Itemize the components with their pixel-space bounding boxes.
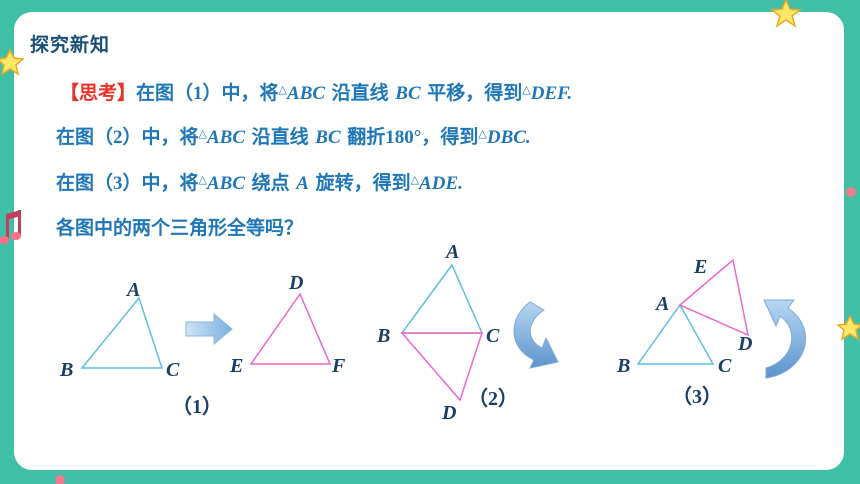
label-b: B <box>616 355 630 377</box>
text-segment: 平移，得到 <box>420 82 523 104</box>
text-segment: ）中，将 <box>202 82 279 104</box>
label-d: D <box>737 333 752 355</box>
caption-2: （2） <box>468 387 518 410</box>
label-e: E <box>693 256 707 278</box>
triangle-dbc <box>400 332 484 402</box>
label-c: C <box>486 325 500 347</box>
text-segment: ABC <box>287 83 326 104</box>
text-segment: 【思考】 <box>60 82 137 104</box>
label-c: C <box>166 359 180 381</box>
caption-3: （3） <box>672 385 722 408</box>
text-segment: 旋转，得到 <box>308 172 411 194</box>
text-segment: ）中，将 <box>122 126 199 148</box>
curved-arrow-icon <box>513 301 559 369</box>
caption-1: （1） <box>172 395 222 418</box>
triangle-abc <box>636 303 715 365</box>
text-segment: 绕点 <box>245 172 297 194</box>
figure-3: A B C D E （3） <box>616 256 806 408</box>
text-segment: 沿直线 <box>245 126 316 148</box>
text-segment: 2 <box>113 127 123 148</box>
dot-icon <box>846 187 856 197</box>
label-f: F <box>331 355 346 377</box>
label-e: E <box>229 355 243 377</box>
curved-arrow-icon <box>763 299 806 379</box>
text-segment: 在图（ <box>56 172 114 194</box>
text-line-4: 各图中的两个三角形全等吗？ <box>56 213 303 240</box>
triangle-abc <box>80 296 164 369</box>
triangle-abc <box>400 263 484 334</box>
text-segment: 在图（ <box>56 126 114 148</box>
text-line-1: 【思考】在图（1）中，将△ABC 沿直线 BC 平移，得到△DEF. <box>60 78 572 105</box>
text-segment: ，得到 <box>421 126 479 148</box>
text-segment: BC <box>395 83 421 104</box>
text-line-3: 在图（3）中，将△ABC 绕点 A 旋转，得到△ADE. <box>56 168 463 195</box>
dot-icon <box>55 475 65 484</box>
text-segment: DBC. <box>486 127 531 148</box>
figure-1: A B C D E F （1） <box>59 272 346 418</box>
section-title: 探究新知 <box>30 34 111 56</box>
label-d: D <box>288 272 303 294</box>
right-arrow-icon <box>185 312 233 346</box>
text-line-2: 在图（2）中，将△ABC 沿直线 BC 翻折180°，得到△DBC. <box>56 122 531 149</box>
star-icon <box>770 0 802 28</box>
star-icon <box>836 314 860 341</box>
text-segment: 180° <box>385 127 422 148</box>
text-segment: 在图（ <box>136 82 194 104</box>
music-note-icon <box>0 210 21 244</box>
text-segment: △ <box>278 83 288 96</box>
label-c: C <box>718 355 732 377</box>
text-segment: A <box>296 173 309 194</box>
text-segment: 3 <box>113 173 123 194</box>
text-segment: △ <box>478 127 487 140</box>
text-segment: 各图中的两个三角形全等吗？ <box>56 217 304 239</box>
triangle-def <box>249 292 332 365</box>
text-segment: ABC <box>207 173 246 194</box>
figure-2: A B C D （2） <box>376 241 559 424</box>
text-segment: △ <box>410 173 420 186</box>
text-segment: ADE. <box>419 173 463 194</box>
label-b: B <box>376 325 390 347</box>
text-segment: BC <box>315 127 341 148</box>
label-a: A <box>654 293 669 315</box>
label-a: A <box>444 241 459 263</box>
text-segment: △ <box>522 83 531 96</box>
text-segment: ABC <box>207 127 246 148</box>
label-a: A <box>125 279 140 301</box>
text-segment: DEF. <box>530 83 573 104</box>
triangle-ade <box>678 258 750 337</box>
slide-card <box>14 12 844 470</box>
text-segment: ）中，将 <box>122 172 199 194</box>
star-icon <box>0 48 25 76</box>
text-segment: 1 <box>193 83 203 104</box>
label-b: B <box>59 359 73 381</box>
text-segment: 翻折 <box>340 126 386 148</box>
text-segment: △ <box>198 173 207 186</box>
text-segment: 沿直线 <box>325 82 396 104</box>
label-d: D <box>441 402 456 424</box>
text-segment: △ <box>198 127 207 140</box>
